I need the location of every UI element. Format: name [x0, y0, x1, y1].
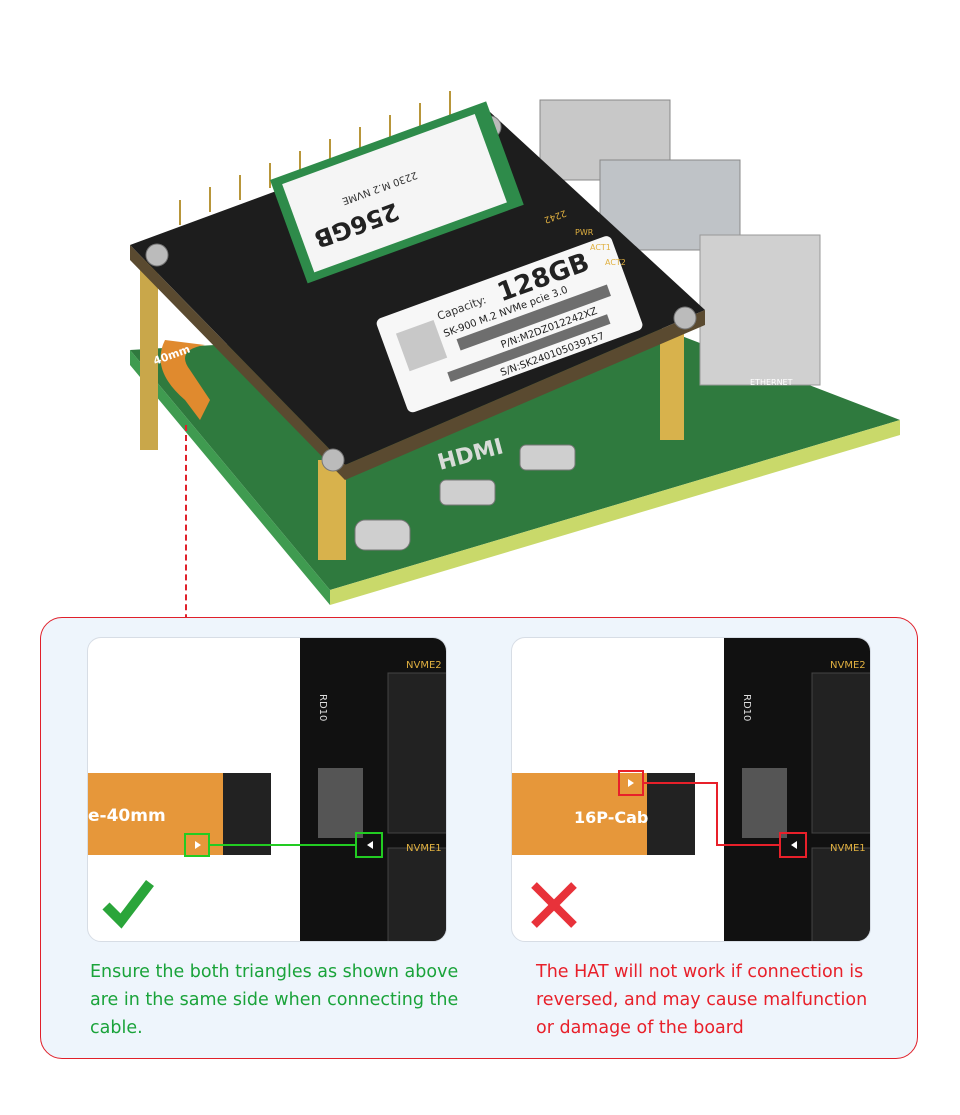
nvme2-label: NVME2 — [830, 660, 866, 671]
correct-caption: Ensure the both triangles as shown above… — [90, 962, 459, 1038]
nvme2-label: NVME2 — [406, 660, 442, 671]
wrong-connection-card: NVME2 NVME1 RD10 16P-Cab — [511, 637, 871, 942]
act1-label: ACT1 — [590, 243, 611, 252]
cable-text: 16P-Cab — [574, 808, 648, 827]
nvme1-label: NVME1 — [830, 843, 866, 854]
check-icon — [102, 879, 154, 929]
chip-label: RD10 — [741, 694, 752, 721]
product-photo: ETHERNET 256GB 2230 M.2 NVME Capacity: 1… — [130, 91, 900, 605]
pointer-line — [185, 425, 187, 690]
chip-label: RD10 — [317, 694, 328, 721]
cable-text: e-40mm — [88, 806, 166, 826]
cross-icon — [531, 882, 577, 928]
act2-label: ACT2 — [605, 258, 626, 267]
nvme1-label: NVME1 — [406, 843, 442, 854]
ethernet-label: ETHERNET — [750, 378, 793, 387]
pwr-label: PWR — [575, 228, 594, 237]
wrong-caption: The HAT will not work if connection is r… — [536, 962, 868, 1038]
correct-connection-card: NVME2 NVME1 RD10 e-40mm — [87, 637, 447, 942]
